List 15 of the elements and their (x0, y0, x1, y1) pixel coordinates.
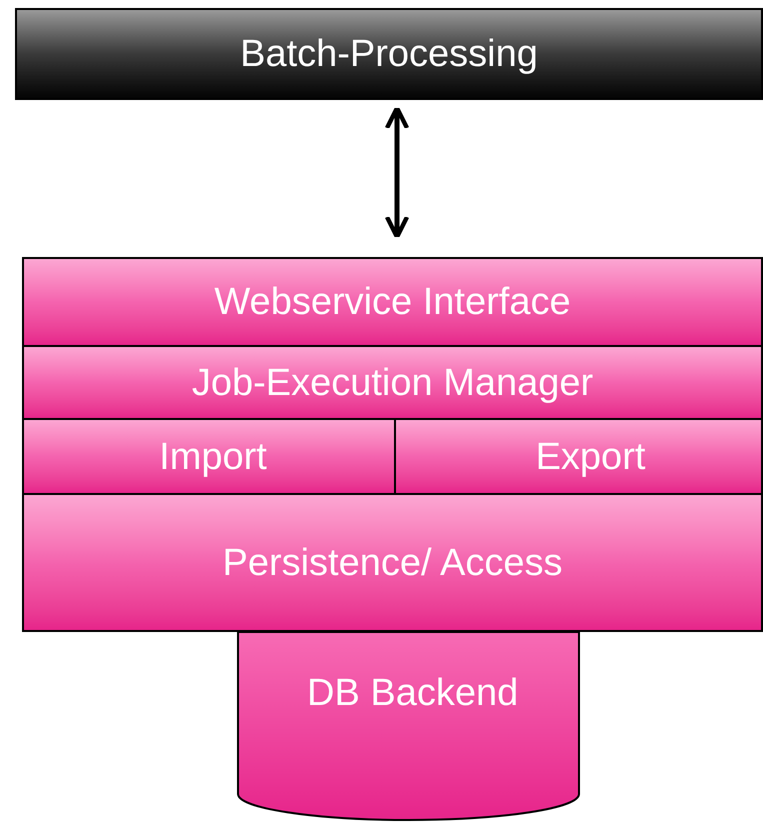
header-bar (15, 8, 763, 100)
layer-box (394, 420, 763, 495)
layer-box (22, 495, 763, 632)
node-label: Batch-Processing (240, 35, 538, 73)
database-cylinder (237, 632, 580, 822)
node-label: Import (158, 438, 267, 476)
double-arrow (384, 106, 410, 240)
layer-box (22, 347, 763, 420)
layer-box (22, 257, 763, 347)
layer-box (22, 420, 396, 495)
node-label: Persistence/ Access (222, 544, 563, 582)
node-label: DB Backend (307, 674, 518, 712)
node-label: Job-Execution Manager (192, 364, 594, 402)
node-label: Export (534, 438, 646, 476)
node-label: Webservice Interface (214, 283, 571, 321)
